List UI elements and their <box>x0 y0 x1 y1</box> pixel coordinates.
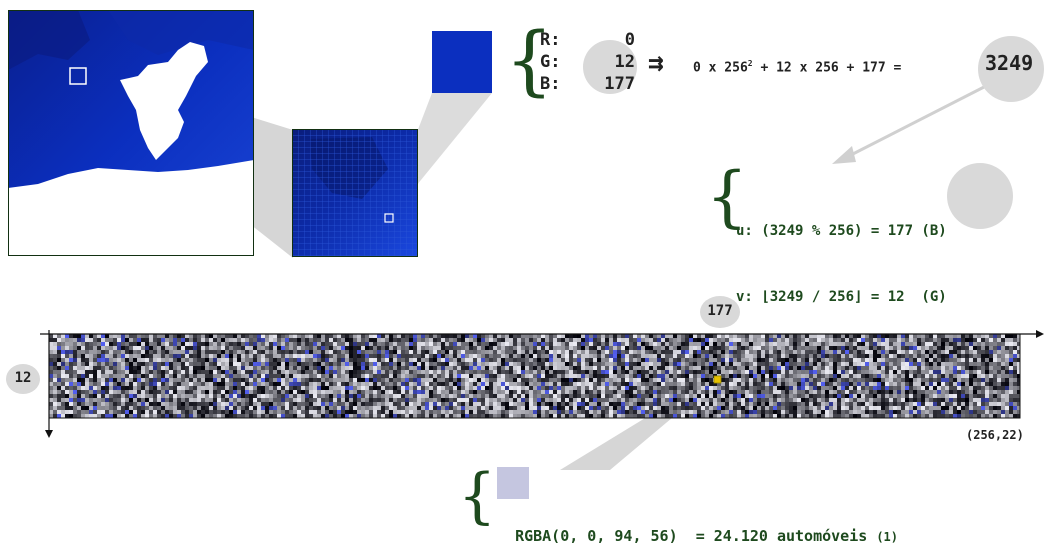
rgba-equals: = 24.120 automóveis <box>696 527 868 545</box>
y-axis-arrow <box>45 430 53 438</box>
y-marker-label: 12 <box>6 370 40 386</box>
rgba-line: RGBA(0, 0, 94, 56) = 24.120 automóveis (… <box>497 509 898 546</box>
texture-size-label: (256,22) <box>966 428 1024 442</box>
texture-noise <box>49 334 1020 418</box>
map-image <box>8 10 254 256</box>
x-axis-arrow <box>1036 330 1044 338</box>
result-arrow-line <box>845 86 986 158</box>
r-row: R: 0 <box>540 29 635 51</box>
texture-chart <box>0 320 1050 440</box>
formula-result: 3249 <box>985 51 1033 75</box>
r-value: 0 <box>625 29 635 51</box>
uv-highlight <box>947 163 1013 229</box>
g-label: G: <box>540 51 560 73</box>
x-marker-label: 177 <box>700 303 740 319</box>
formula: 0 x 2562 + 12 x 256 + 177 = <box>693 56 901 76</box>
b-row: B: 177 <box>540 73 635 95</box>
rgba-footnote: (1) <box>876 530 898 544</box>
rgba-brace: { <box>458 466 496 526</box>
u-formula: u: (3249 % 256) = 177 (B) <box>736 220 947 242</box>
b-value: 177 <box>604 73 635 95</box>
rgba-swatch <box>497 467 529 499</box>
pixel-swatch <box>432 31 492 93</box>
uv-values: u: (3249 % 256) = 177 (B) v: ⌊3249 / 256… <box>736 176 947 330</box>
texture-selected-pixel <box>714 376 721 383</box>
v-formula: v: ⌊3249 / 256⌋ = 12 (G) <box>736 286 947 308</box>
g-row: G: 12 <box>540 51 635 73</box>
formula-suffix: + 12 x 256 + 177 = <box>753 60 902 75</box>
rgba-text: RGBA(0, 0, 94, 56) <box>515 527 678 545</box>
rgb-values: R: 0 G: 12 B: 177 <box>540 29 635 95</box>
double-arrow-icon: ⇉ <box>648 48 664 78</box>
b-label: B: <box>540 73 560 95</box>
g-value: 12 <box>615 51 635 73</box>
formula-prefix: 0 x 256 <box>693 60 748 75</box>
zoomed-grid <box>292 129 418 257</box>
r-label: R: <box>540 29 560 51</box>
result-arrow-head <box>832 146 856 164</box>
